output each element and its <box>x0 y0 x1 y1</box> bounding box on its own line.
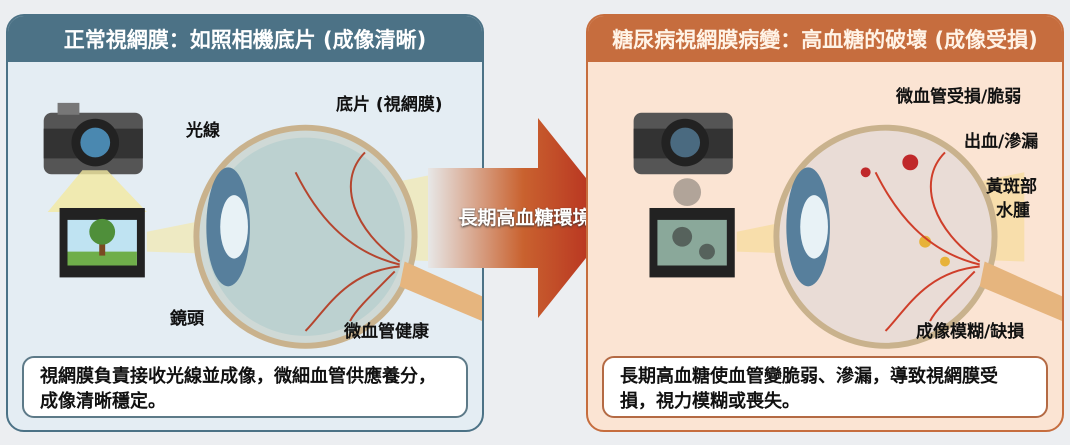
eye-icon <box>193 124 482 349</box>
normal-eye-illustration <box>43 102 482 349</box>
damaged-eye-illustration <box>633 112 1062 349</box>
film-strip-icon <box>59 207 145 278</box>
film-retina-label: 底片 (視網膜) <box>336 95 443 115</box>
light-label: 光線 <box>186 121 220 141</box>
arrow-label: 長期高血糖環境 <box>458 207 592 229</box>
normal-caption: 視網膜負責接收光線並成像，微細血管供應養分，成像清晰穩定。 <box>22 356 468 418</box>
camera-icon <box>43 102 143 175</box>
bleeding-label: 出血/滲漏 <box>964 132 1039 152</box>
diabetic-retinopathy-panel: 糖尿病視網膜病變：高血糖的破壞 (成像受損) 微血管受損/脆弱 出血/滲漏 黃斑… <box>586 14 1064 432</box>
macula-label: 黃斑部 <box>986 177 1037 197</box>
lens-label: 鏡頭 <box>170 309 204 329</box>
blur-label: 成像模糊/缺損 <box>916 322 1025 342</box>
healthy-vessels-label: 微血管健康 <box>344 322 429 342</box>
panel-title: 正常視網膜：如照相機底片 (成像清晰) <box>8 16 482 62</box>
damage-caption: 長期高血糖使血管變脆弱、滲漏，導致視網膜受損，視力模糊或喪失。 <box>602 356 1048 418</box>
progression-arrow-icon <box>428 118 618 318</box>
normal-retina-panel: 正常視網膜：如照相機底片 (成像清晰) 光線 底片 (視網膜) 鏡頭 微血管健康… <box>6 14 484 432</box>
camera-icon <box>633 112 733 175</box>
edema-label: 水腫 <box>996 201 1030 221</box>
damaged-vessels-label: 微血管受損/脆弱 <box>896 87 1022 107</box>
damaged-eye-icon <box>773 124 1062 349</box>
blurred-film-icon <box>649 207 735 278</box>
panel-title: 糖尿病視網膜病變：高血糖的破壞 (成像受損) <box>588 16 1062 62</box>
